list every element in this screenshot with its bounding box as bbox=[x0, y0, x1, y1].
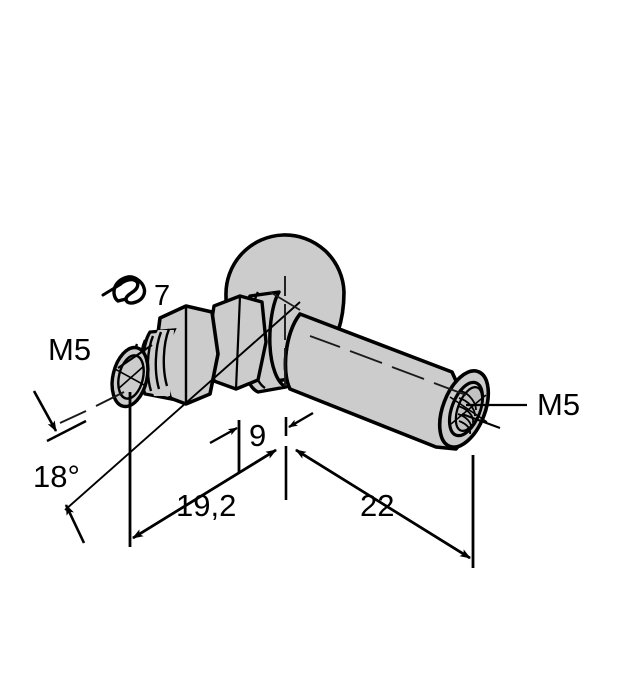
ball-center-crosshair bbox=[269, 276, 301, 386]
dim-arrow-9-right bbox=[288, 411, 314, 429]
leader-m5-right-helper bbox=[461, 413, 501, 429]
leader-angle-baseline bbox=[46, 419, 87, 443]
dim-label-9: 9 bbox=[249, 418, 266, 453]
leader-lines bbox=[32, 344, 527, 544]
sleeve-axis-centerline bbox=[309, 335, 467, 396]
dim-label-22: 22 bbox=[360, 488, 394, 523]
leader-m5-left bbox=[117, 344, 153, 369]
part-geometry bbox=[59, 233, 491, 511]
dim-arrow-22-left bbox=[295, 448, 471, 560]
label-wrench-size: 7 bbox=[154, 280, 170, 312]
sleeve-tube bbox=[283, 312, 491, 451]
bore-crosshair bbox=[449, 394, 488, 425]
dimension-lines bbox=[128, 392, 475, 568]
label-angle: 18° bbox=[33, 459, 80, 494]
stud-axis-centerline bbox=[59, 301, 301, 511]
dim-arrow-9-left bbox=[209, 426, 238, 445]
threaded-stud-m5 bbox=[110, 328, 177, 409]
label-m5-left: M5 bbox=[48, 332, 91, 367]
wrench-icon bbox=[101, 275, 147, 305]
dim-arrow-19-2-right bbox=[132, 448, 277, 540]
dim-label-19-2: 19,2 bbox=[176, 488, 236, 523]
leader-angle-upper bbox=[32, 390, 58, 432]
leader-angle-lower bbox=[64, 504, 86, 544]
stud-face-crosshair bbox=[114, 365, 147, 390]
label-m5-right: M5 bbox=[537, 387, 580, 422]
